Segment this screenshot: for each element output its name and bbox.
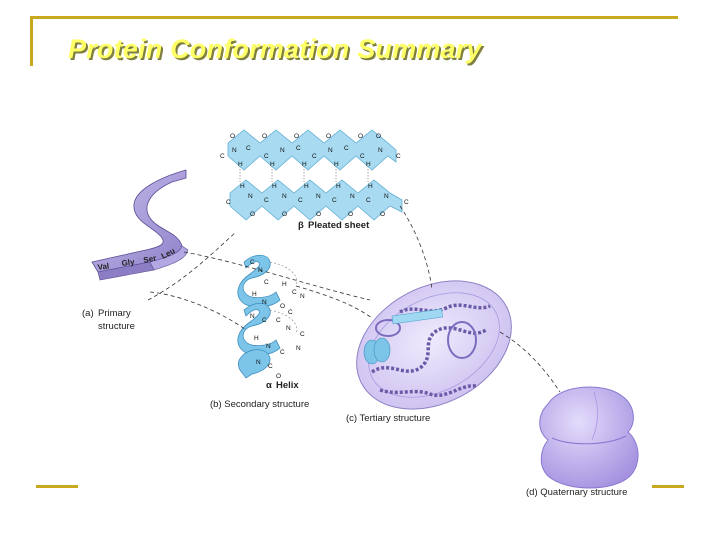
svg-text:O: O [294, 133, 299, 140]
svg-text:N: N [232, 147, 237, 154]
svg-text:N: N [248, 193, 253, 200]
pleated-sheet-label: Pleated sheet [308, 220, 370, 231]
svg-text:C: C [332, 197, 337, 204]
svg-text:H: H [252, 291, 257, 298]
svg-text:H: H [336, 183, 341, 190]
svg-text:C: C [366, 197, 371, 204]
svg-text:O: O [282, 211, 287, 218]
svg-text:O: O [262, 133, 267, 140]
svg-text:N: N [300, 293, 305, 300]
svg-text:O: O [316, 211, 321, 218]
svg-text:N: N [280, 147, 285, 154]
svg-text:O: O [380, 211, 385, 218]
quaternary-structure [540, 387, 638, 488]
svg-text:C: C [292, 289, 297, 296]
svg-text:N: N [250, 313, 255, 320]
svg-text:H: H [238, 161, 243, 168]
helix-label: Helix [276, 380, 299, 391]
svg-text:H: H [270, 161, 275, 168]
svg-text:C: C [220, 153, 225, 160]
svg-text:C: C [360, 153, 365, 160]
svg-text:N: N [378, 147, 383, 154]
primary-structure-letter: (a) [82, 308, 94, 319]
svg-text:O: O [276, 373, 281, 380]
svg-text:O: O [230, 133, 235, 140]
svg-text:N: N [256, 359, 261, 366]
svg-text:C: C [264, 279, 269, 286]
svg-text:C: C [226, 199, 231, 206]
svg-text:O: O [348, 211, 353, 218]
svg-text:N: N [266, 343, 271, 350]
svg-text:C: C [250, 259, 255, 266]
svg-text:C: C [262, 317, 267, 324]
svg-text:O: O [326, 133, 331, 140]
primary-structure-label-line2: structure [98, 321, 135, 332]
svg-text:C: C [404, 199, 409, 206]
svg-text:O: O [376, 133, 381, 140]
svg-text:C: C [344, 145, 349, 152]
tertiary-structure [334, 255, 533, 434]
primary-structure-ribbon: Val Gly Ser Leu [92, 170, 188, 280]
svg-text:H: H [254, 335, 259, 342]
svg-text:N: N [316, 193, 321, 200]
svg-text:C: C [264, 153, 269, 160]
svg-text:H: H [302, 161, 307, 168]
residue-label: Gly [121, 257, 136, 268]
tertiary-structure-label: (c) Tertiary structure [346, 413, 430, 424]
svg-text:O: O [280, 303, 285, 310]
svg-text:H: H [272, 183, 277, 190]
svg-text:N: N [282, 193, 287, 200]
svg-text:O: O [358, 133, 363, 140]
svg-text:C: C [280, 349, 285, 356]
svg-text:C: C [300, 331, 305, 338]
primary-structure-label: Primary [98, 308, 131, 319]
svg-text:H: H [304, 183, 309, 190]
svg-text:C: C [288, 309, 293, 316]
svg-text:H: H [334, 161, 339, 168]
svg-text:N: N [384, 193, 389, 200]
svg-text:N: N [350, 193, 355, 200]
svg-text:C: C [276, 317, 281, 324]
svg-text:N: N [296, 345, 301, 352]
svg-text:N: N [286, 325, 291, 332]
svg-text:C: C [268, 363, 273, 370]
secondary-structure-label: (b) Secondary structure [210, 399, 309, 410]
svg-text:C: C [246, 145, 251, 152]
svg-text:H: H [366, 161, 371, 168]
pleated-sheet-symbol: β [298, 220, 304, 231]
svg-text:N: N [262, 299, 267, 306]
svg-text:O: O [250, 211, 255, 218]
svg-text:C: C [298, 197, 303, 204]
svg-text:H: H [240, 183, 245, 190]
residue-label: Val [97, 261, 110, 272]
svg-text:C: C [264, 197, 269, 204]
svg-text:H: H [368, 183, 373, 190]
svg-text:N: N [328, 147, 333, 154]
svg-text:H: H [282, 281, 287, 288]
quaternary-structure-label: (d) Quaternary structure [526, 487, 627, 498]
svg-text:C: C [296, 145, 301, 152]
helix-symbol: α [266, 380, 272, 391]
svg-text:C: C [312, 153, 317, 160]
svg-text:C: C [396, 153, 401, 160]
